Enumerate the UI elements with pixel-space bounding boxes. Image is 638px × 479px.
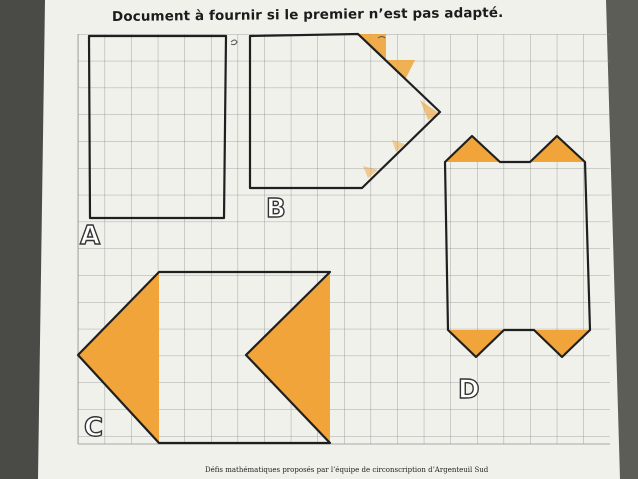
figure-c-label: C — [84, 413, 103, 443]
shade-b-2 — [386, 60, 415, 80]
figure-b-label: B — [266, 194, 286, 224]
left-shadow — [0, 0, 45, 479]
figure-d-label: D — [458, 375, 480, 405]
shade-c-right — [246, 272, 330, 443]
figure-b-outline — [248, 32, 442, 190]
shade-b-5 — [363, 166, 378, 178]
shade-b-4 — [392, 140, 405, 152]
shade-d-bottom-left — [448, 330, 504, 357]
shade-b-3 — [420, 100, 440, 120]
pencil-mark-b — [377, 36, 386, 39]
shade-d-top-right — [530, 136, 585, 162]
page-footer: Défis mathématiques proposés par l’équip… — [205, 466, 489, 474]
pencil-mark-a — [230, 39, 238, 46]
shade-d-bottom-right — [534, 330, 590, 357]
figure-a-outline — [87, 34, 228, 220]
grid — [78, 34, 610, 444]
figure-d-outline — [443, 134, 592, 359]
shade-d-top-left — [445, 136, 500, 162]
pencil-marks — [230, 36, 386, 46]
figure-a-label: A — [80, 221, 100, 251]
shade-c-left — [78, 272, 159, 443]
figure-c-outline — [76, 270, 332, 445]
